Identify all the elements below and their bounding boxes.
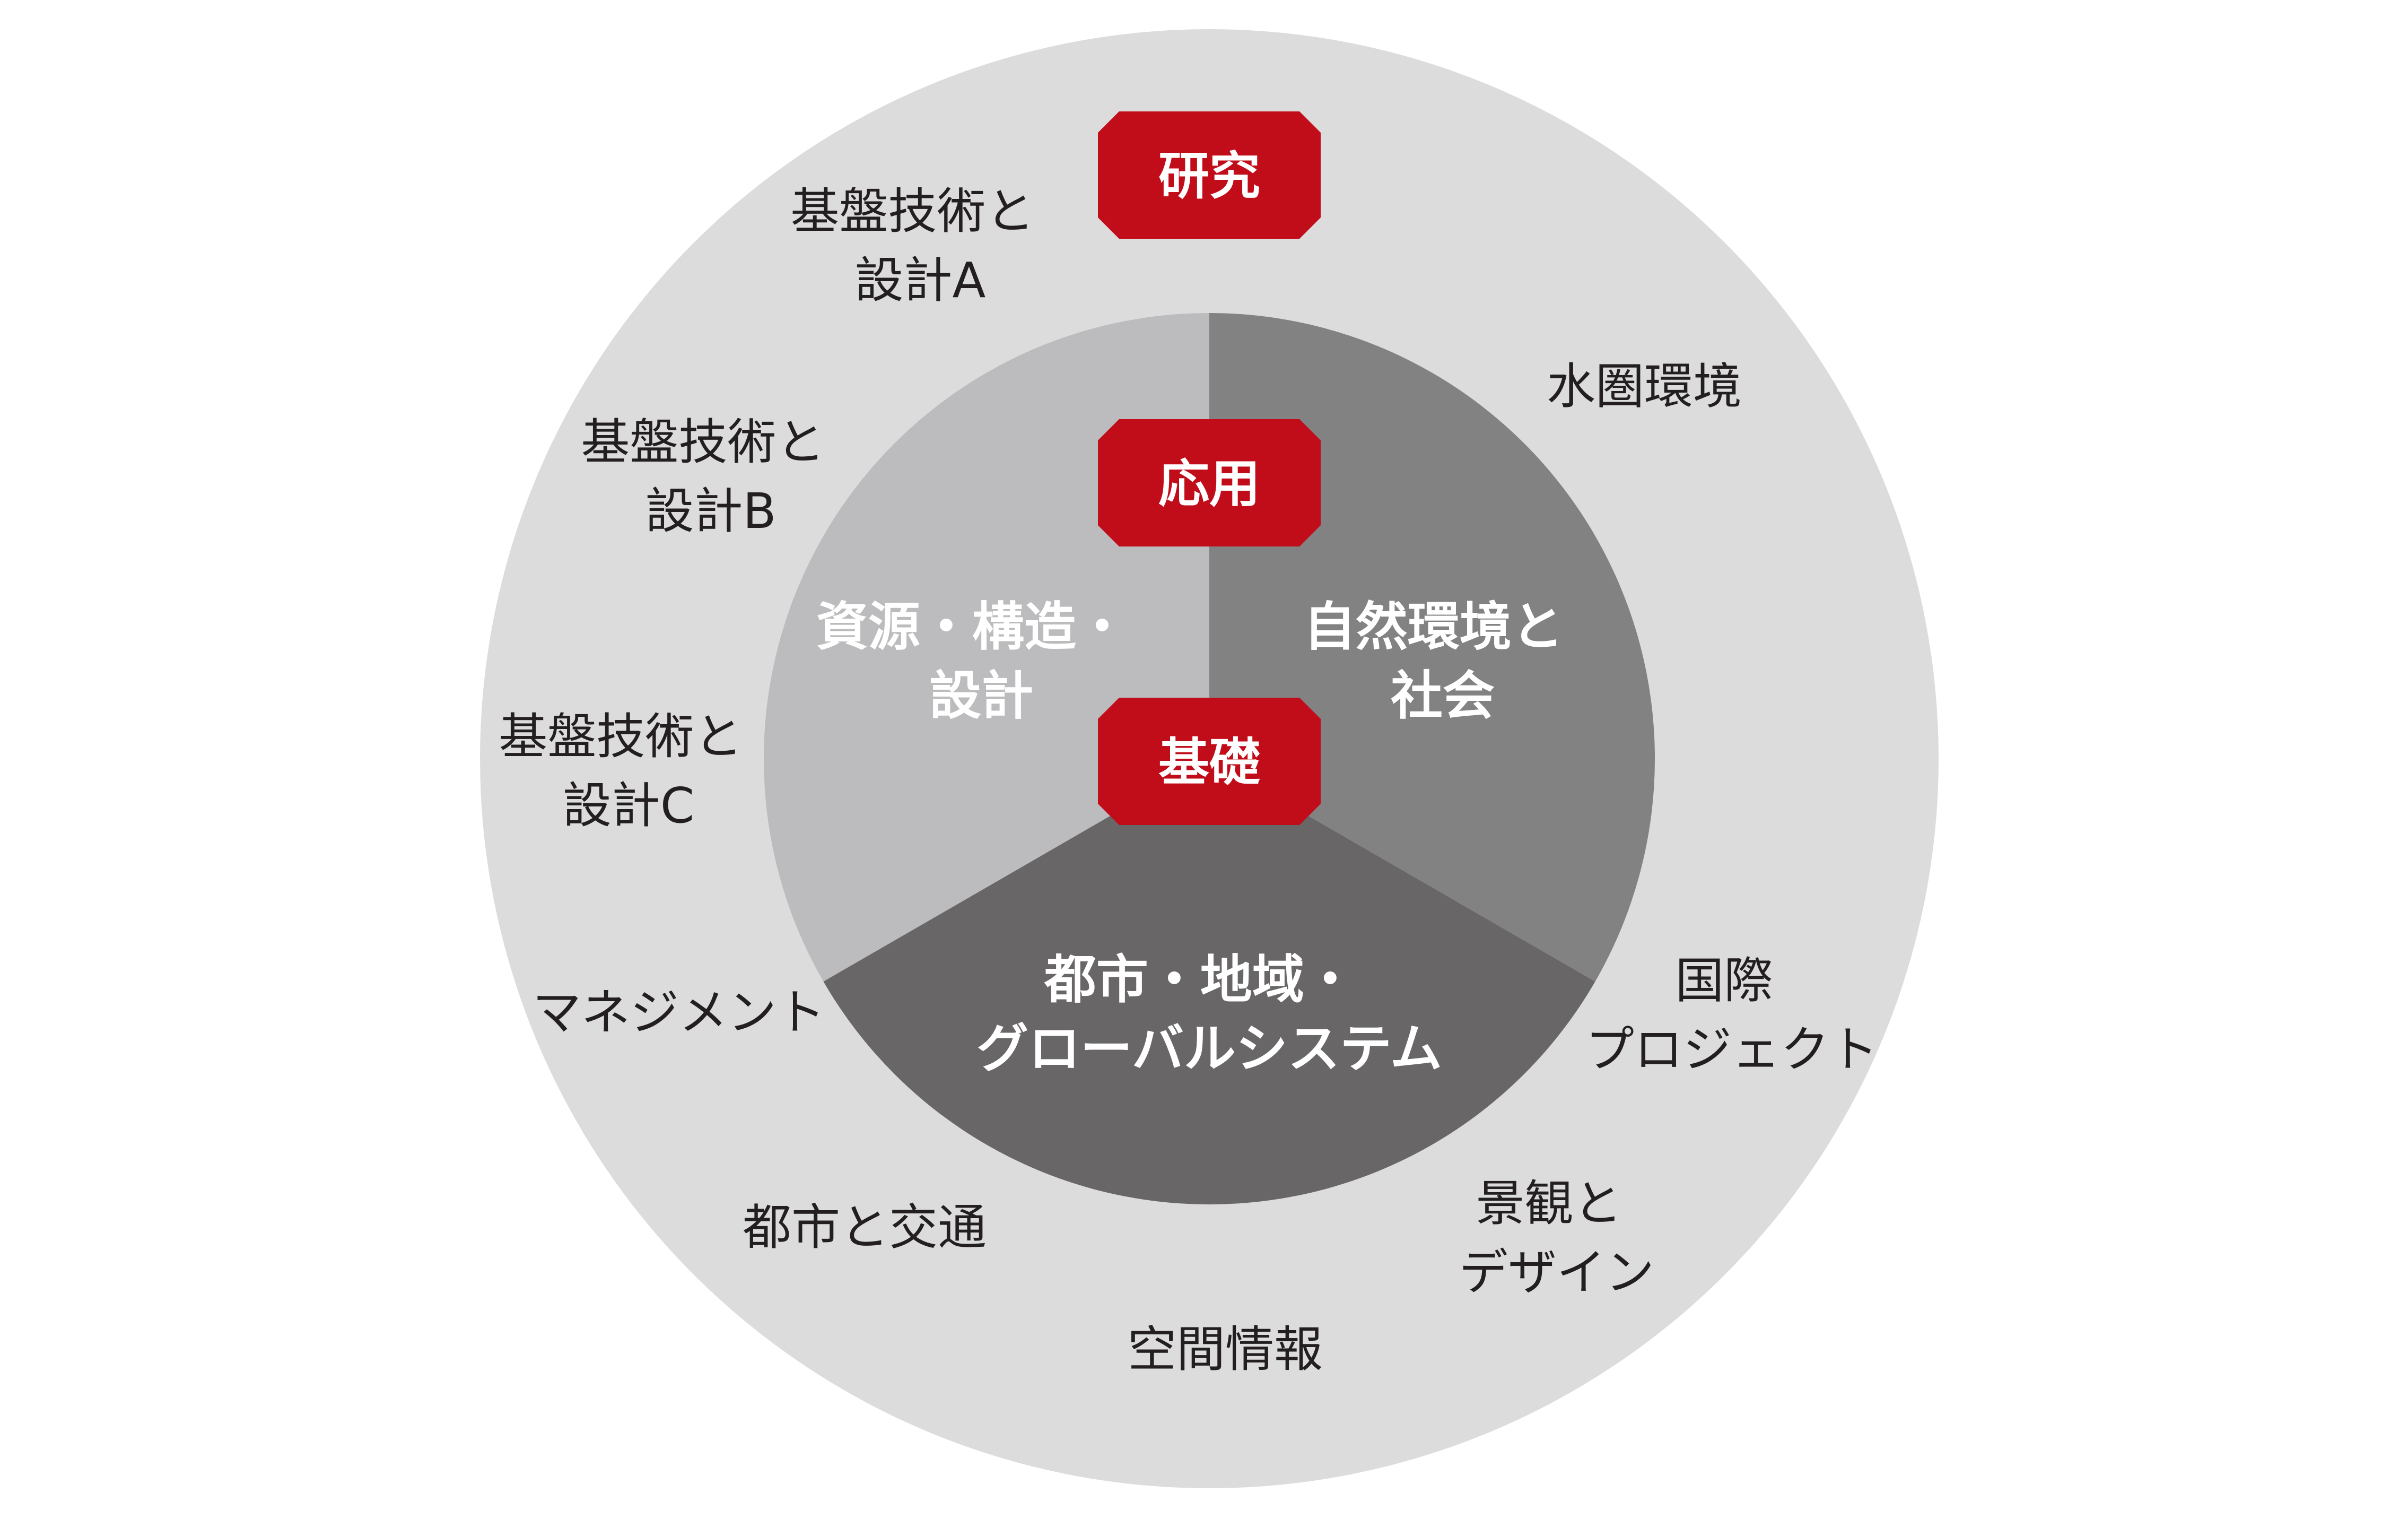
sector-left: [763, 313, 1209, 982]
badge-basic: 基礎: [1098, 698, 1321, 825]
landscape-line-2: デザイン: [1459, 1244, 1654, 1301]
sector-right: [1209, 313, 1655, 982]
badge-applied-label: 応用: [1158, 454, 1260, 514]
badge-research: 研究: [1098, 111, 1321, 239]
sector-bottom-line-2: グローバルシステム: [976, 1019, 1442, 1079]
tech-b-line-1: 基盤技術と: [581, 414, 825, 471]
outer-label-tech-b: 基盤技術と 設計B: [581, 414, 840, 540]
sector-left-line-1: 資源・構造・: [816, 597, 1128, 657]
sector-left-label: 資源・構造・ 設計: [816, 597, 1146, 726]
tech-b-line-2: 設計B: [645, 483, 776, 540]
urban-transport-line-1: 都市と交通: [743, 1199, 987, 1256]
badge-research-label: 研究: [1158, 146, 1260, 206]
spatial-info-line-1: 空間情報: [1128, 1321, 1323, 1378]
outer-label-tech-a: 基盤技術と 設計A: [790, 183, 1050, 309]
outer-label-tech-c: 基盤技術と 設計C: [499, 708, 758, 834]
sector-bottom-line-1: 都市・地域・: [1044, 950, 1356, 1010]
outer-label-landscape: 景観と デザイン: [1459, 1175, 1654, 1301]
tech-a-line-1: 基盤技術と: [790, 183, 1034, 240]
outer-label-water: 水圏環境: [1547, 358, 1742, 415]
sector-bottom-label: 都市・地域・ グローバルシステム: [976, 950, 1442, 1079]
landscape-line-1: 景観と: [1476, 1175, 1622, 1232]
sector-right-line-2: 社会: [1391, 666, 1495, 726]
international-line-1: 国際: [1675, 952, 1773, 1009]
water-line-1: 水圏環境: [1547, 358, 1742, 415]
sector-bottom: [823, 759, 1595, 1205]
badge-basic-label: 基礎: [1158, 733, 1260, 792]
outer-label-spatial-info: 空間情報: [1128, 1321, 1323, 1378]
tech-a-line-2: 設計A: [855, 252, 986, 309]
tech-c-line-2: 設計C: [563, 777, 694, 834]
sector-right-label: 自然環境と 社会: [1304, 597, 1582, 726]
outer-label-management: マネジメント: [533, 984, 825, 1041]
sector-right-line-1: 自然環境と: [1304, 597, 1564, 657]
badge-applied: 応用: [1098, 419, 1321, 546]
outer-label-urban-transport: 都市と交通: [743, 1199, 987, 1256]
outer-label-international: 国際 プロジェクト: [1585, 952, 1878, 1078]
tech-c-line-1: 基盤技術と: [499, 708, 743, 765]
international-line-2: プロジェクト: [1585, 1021, 1878, 1078]
management-line-1: マネジメント: [533, 984, 825, 1041]
sector-left-line-2: 設計: [929, 666, 1033, 726]
